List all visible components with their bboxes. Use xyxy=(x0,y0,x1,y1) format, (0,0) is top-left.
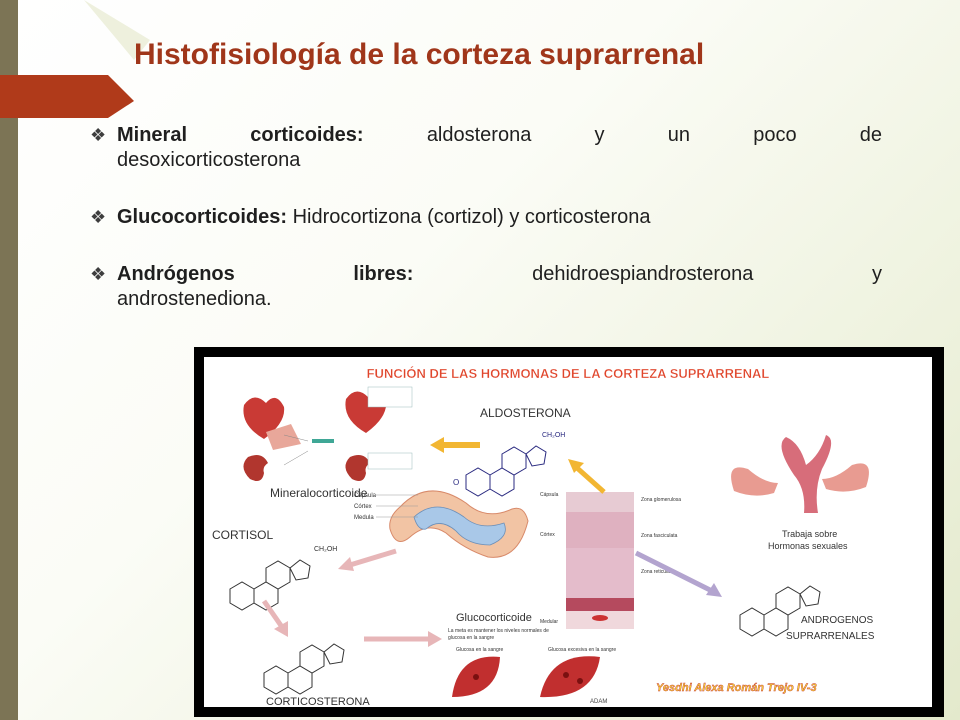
arrow-pink-right xyxy=(364,631,442,647)
aldosterona-label: ALDOSTERONA xyxy=(480,406,571,420)
connector-bar xyxy=(312,439,334,443)
bullet-line: Glucocorticoides: Hidrocortizona (cortiz… xyxy=(117,205,882,230)
note-box xyxy=(367,452,413,470)
diamond-bullet-icon: ❖ xyxy=(90,125,107,145)
bullet-androgenos: ❖ Andrógenos libres: dehidroespiandroste… xyxy=(90,262,882,312)
histo-capsula-label: Cápsula xyxy=(540,492,559,498)
reproductive-organs-illustration: Trabaja sobre Hormonas sexuales xyxy=(731,435,869,551)
slide-title: Histofisiología de la corteza suprarrena… xyxy=(134,38,705,71)
bullet-term: Mineral corticoides: xyxy=(117,124,364,146)
corticosterone-structure: CORTICOSTERONA xyxy=(263,643,370,707)
bullet-text: dehidroespiandrosterona y xyxy=(532,263,882,285)
meta-text-line2: glucosa en la sangre xyxy=(448,635,494,641)
kidney-icon xyxy=(243,455,268,481)
bullet-line-continued: desoxicorticosterona xyxy=(117,149,301,171)
glucocorticoide-label: Glucocorticoide xyxy=(456,612,532,624)
infographic-svg: FUNCIÓN DE LAS HORMONAS DE LA CORTEZA SU… xyxy=(212,366,875,707)
bullet-line-continued: androstenediona. xyxy=(117,288,272,310)
diamond-bullet-icon: ❖ xyxy=(90,264,107,284)
zona-glomerulosa-label: Zona glomerulosa xyxy=(641,497,681,503)
bullet-glucocorticoides: ❖ Glucocorticoides: Hidrocortizona (cort… xyxy=(90,205,882,230)
arrow-pink-left xyxy=(338,548,397,571)
histo-medular-label: Medular xyxy=(540,619,558,625)
infographic-canvas: FUNCIÓN DE LAS HORMONAS DE LA CORTEZA SU… xyxy=(204,357,932,707)
red-accent-shape xyxy=(0,0,150,118)
arrow-yellow-diagonal xyxy=(568,459,606,494)
suprarrenales-label: SUPRARRENALES xyxy=(786,631,875,642)
left-decorative-bar xyxy=(0,0,18,720)
kidney-icon xyxy=(345,455,370,481)
blood-vessel-icon xyxy=(592,615,608,621)
bullet-text: Hidrocortizona (cortizol) y corticostero… xyxy=(292,206,651,228)
infographic-image: FUNCIÓN DE LAS HORMONAS DE LA CORTEZA SU… xyxy=(194,347,944,717)
adam-logo: ADAM xyxy=(590,699,607,705)
histology-column: Cápsula Córtex Medular Zona glomerulosa … xyxy=(540,492,681,629)
bullet-text: aldosterona y un poco de xyxy=(426,124,883,146)
bullet-line: Mineral corticoides: aldosterona y un po… xyxy=(117,123,882,148)
zona-fasciculata-label: Zona fasciculata xyxy=(641,533,678,539)
heart-icon xyxy=(243,397,285,439)
corticosterona-label: CORTICOSTERONA xyxy=(266,696,370,707)
trabaja-sobre-label: Trabaja sobre xyxy=(782,529,837,539)
svg-text:CH₂OH: CH₂OH xyxy=(542,432,565,439)
diamond-bullet-icon: ❖ xyxy=(90,207,107,227)
bullet-list: ❖ Mineral corticoides: aldosterona y un … xyxy=(90,123,882,344)
cortisol-structure: CORTISOL CH₂OH xyxy=(212,528,337,611)
bullet-mineralocorticoides: ❖ Mineral corticoides: aldosterona y un … xyxy=(90,123,882,173)
cortisol-label: CORTISOL xyxy=(212,528,273,542)
meta-text-line1: La meta es mantener los niveles normales… xyxy=(448,628,549,634)
arrow-purple-right xyxy=(634,550,722,597)
mineralocorticoide-label: Mineralocorticoide xyxy=(270,486,368,500)
cortex-label: Córtex xyxy=(354,504,372,510)
androgen-structure: ANDROGENOS SUPRARRENALES xyxy=(739,585,875,642)
bullet-term: Glucocorticoides: xyxy=(117,206,288,228)
histo-cortex-label: Córtex xyxy=(540,532,555,538)
capsula-label: Cápsula xyxy=(354,493,377,499)
zona-reticularis-label: Zona reticularis xyxy=(641,569,676,575)
aldosterone-structure: ALDOSTERONA O CH₂OH xyxy=(453,406,571,497)
hormonas-sexuales-label: Hormonas sexuales xyxy=(768,541,848,551)
note-box xyxy=(367,386,413,408)
svg-text:CH₂OH: CH₂OH xyxy=(314,546,337,553)
adrenal-gland-illustration: Cápsula Córtex Medula xyxy=(354,490,529,558)
glucosa-excesiva-label: Glucosa excesiva en la sangre xyxy=(548,647,616,653)
author-signature: Yesdhi Alexa Román Trejo IV-3 xyxy=(656,682,817,694)
infographic-title: FUNCIÓN DE LAS HORMONAS DE LA CORTEZA SU… xyxy=(367,366,770,381)
bullet-line: Andrógenos libres: dehidroespiandrostero… xyxy=(117,262,882,287)
blood-vessel-icon xyxy=(540,656,600,698)
arrow-pink-down xyxy=(261,599,288,637)
arrow-yellow-left xyxy=(430,437,480,453)
glucocorticoid-panel: Glucocorticoide La meta es mantener los … xyxy=(448,612,616,705)
glucosa-sangre-label: Glucosa en la sangre xyxy=(456,647,503,653)
bullet-term: Andrógenos libres: xyxy=(117,263,414,285)
androgenos-label: ANDROGENOS xyxy=(801,615,874,626)
mineralocorticoid-diagram: Mineralocorticoide xyxy=(243,386,413,500)
svg-text:O: O xyxy=(453,478,459,487)
medula-label: Medula xyxy=(354,515,374,521)
vessel-icon xyxy=(266,424,301,450)
